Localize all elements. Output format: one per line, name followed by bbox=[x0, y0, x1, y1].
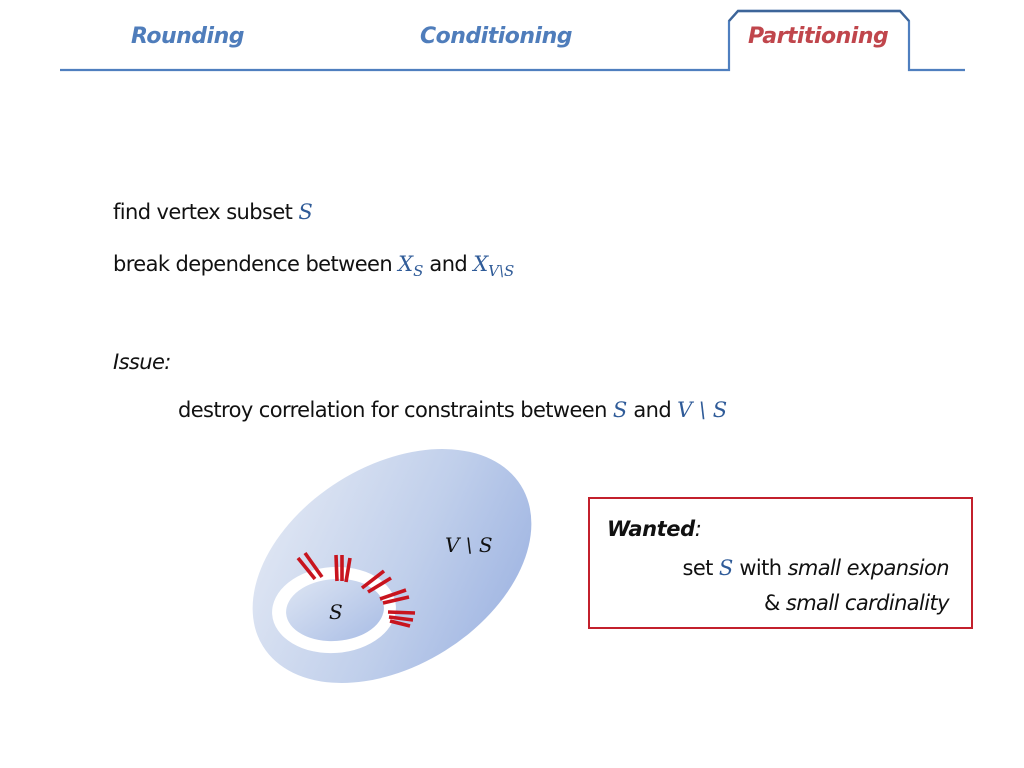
wanted-title-text: Wanted bbox=[607, 517, 695, 541]
break-text: break dependence between bbox=[113, 252, 399, 276]
find-text: find vertex subset bbox=[113, 200, 299, 224]
tab-rounding[interactable]: Rounding bbox=[131, 24, 244, 49]
wanted-colon: : bbox=[694, 517, 702, 541]
wanted-with-text: with bbox=[733, 556, 788, 580]
small-expansion-text: small expansion bbox=[787, 556, 950, 580]
math-sub-s: S bbox=[413, 262, 424, 280]
label-s: S bbox=[329, 600, 343, 624]
outer-set-v-minus-s bbox=[252, 449, 532, 683]
math-v-minus-s: V \ S bbox=[677, 398, 728, 422]
math-x: X bbox=[398, 252, 414, 276]
tab-conditioning[interactable]: Conditioning bbox=[420, 24, 573, 49]
math-x-s: XS bbox=[398, 252, 423, 280]
and-text: and bbox=[423, 252, 474, 276]
wanted-set-text: set bbox=[682, 556, 719, 580]
wanted-title: Wanted: bbox=[607, 517, 702, 541]
math-x: X bbox=[473, 252, 489, 276]
small-cardinality-text: small cardinality bbox=[785, 591, 950, 615]
destroy-correlation-line: destroy correlation for constraints betw… bbox=[178, 398, 727, 422]
tab-partitioning[interactable]: Partitioning bbox=[748, 24, 889, 49]
wanted-box: Wanted: set S with small expansion & sma… bbox=[588, 497, 973, 629]
math-s: S bbox=[612, 398, 628, 422]
wanted-line-cardinality: & small cardinality bbox=[764, 591, 950, 615]
wanted-line-expansion: set S with small expansion bbox=[682, 556, 950, 580]
destroy-text: destroy correlation for constraints betw… bbox=[178, 398, 613, 422]
ampersand-text: & bbox=[764, 591, 786, 615]
find-subset-line: find vertex subset S bbox=[113, 200, 313, 224]
math-sub-v-minus-s: V\S bbox=[488, 262, 515, 280]
inner-set-s bbox=[272, 566, 396, 654]
break-dependence-line: break dependence between XS and XV\S bbox=[113, 252, 514, 280]
crossing-edges bbox=[296, 551, 416, 628]
tab-bar-outline bbox=[60, 9, 965, 72]
math-s: S bbox=[298, 200, 313, 224]
and-text: and bbox=[627, 398, 678, 422]
label-v-minus-s: V \ S bbox=[445, 533, 493, 557]
math-x-v-minus-s: XV\S bbox=[473, 252, 514, 280]
section-tab-bar: Rounding Conditioning Partitioning bbox=[0, 0, 1024, 80]
math-s: S bbox=[718, 556, 734, 580]
issue-heading: Issue: bbox=[113, 350, 171, 374]
